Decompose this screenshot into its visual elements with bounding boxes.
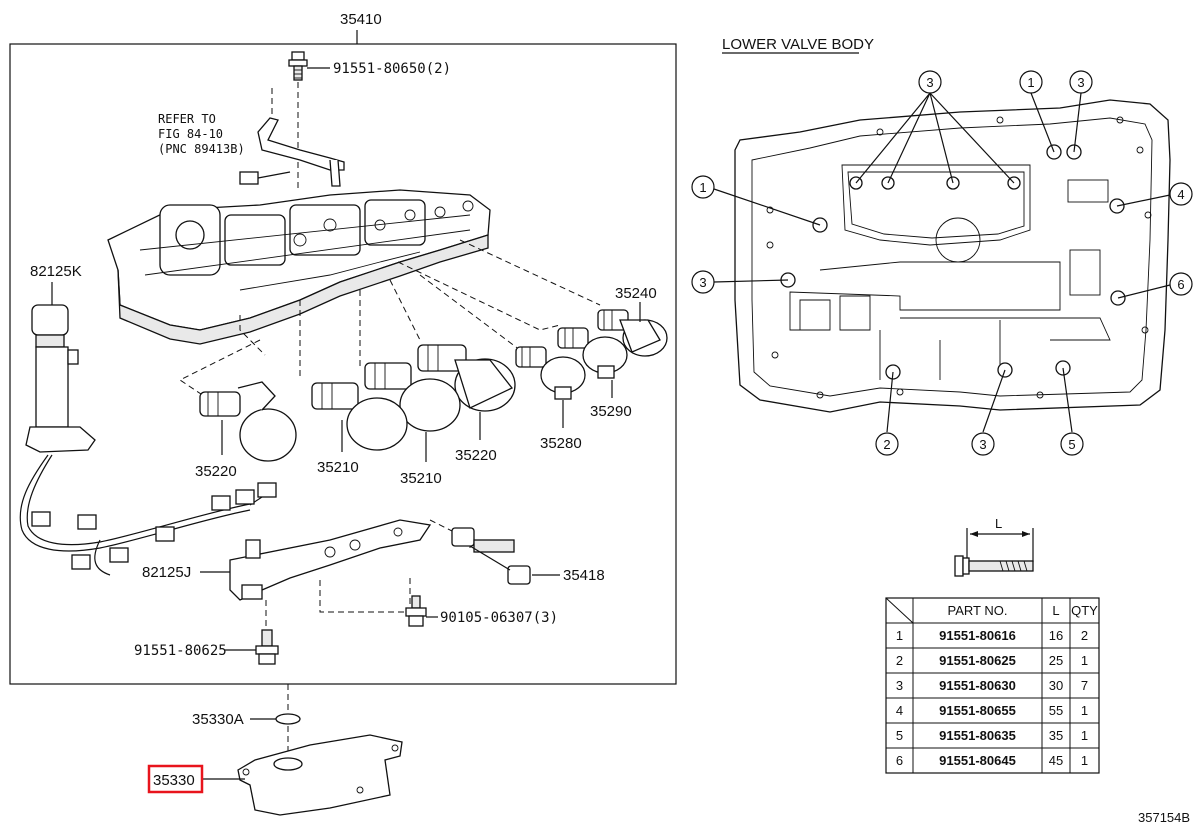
table-cell-part-no: 91551-80635: [939, 728, 1016, 743]
table-header-qty: QTY: [1071, 603, 1098, 618]
table-cell-part-no: 91551-80645: [939, 753, 1016, 768]
label-bolt-bottom[interactable]: 91551-80625: [134, 643, 227, 659]
table-cell-index: 5: [896, 728, 903, 743]
lower-valve-body-title: LOWER VALVE BODY: [722, 36, 874, 53]
bolt-right-icon: [405, 595, 427, 627]
part-35418-icon: [451, 527, 531, 585]
table-header-l: L: [1052, 603, 1059, 618]
label-bolt-top[interactable]: 91551-80650(2): [333, 61, 451, 77]
callout-top-3-right[interactable]: 3: [1069, 70, 1093, 94]
table-cell-part-no: 91551-80616: [939, 628, 1016, 643]
svg-text:1: 1: [1027, 75, 1034, 90]
svg-text:5: 5: [1068, 437, 1075, 452]
solenoid-35220-right-icon: [417, 344, 516, 412]
harness-plate-icon: [229, 519, 432, 601]
label-35220-right[interactable]: 35220: [455, 447, 497, 464]
assembly-frame: [9, 43, 677, 685]
refer-line-1: REFER TO: [158, 112, 216, 126]
table-cell-part-no: 91551-80655: [939, 703, 1016, 718]
solenoid-35210-right-icon: [364, 362, 461, 432]
label-35330[interactable]: 35330: [153, 772, 195, 789]
table-cell-l: 55: [1049, 703, 1063, 718]
label-35410[interactable]: 35410: [340, 11, 382, 28]
strainer-icon: [237, 734, 403, 816]
label-35210-right[interactable]: 35210: [400, 470, 442, 487]
svg-text:6: 6: [1177, 277, 1184, 292]
callout-left-1[interactable]: 1: [691, 175, 715, 199]
solenoid-35240-icon: [597, 309, 668, 357]
table-header-part-no: PART NO.: [948, 603, 1008, 618]
refer-line-3: (PNC 89413B): [158, 142, 245, 156]
valve-body-icon: [107, 189, 491, 345]
table-cell-part-no: 91551-80630: [939, 678, 1016, 693]
highlight-box: [147, 764, 204, 794]
bolt-top-icon: [288, 51, 308, 81]
svg-text:3: 3: [979, 437, 986, 452]
harness-connector-icon: [25, 304, 96, 453]
table-cell-l: 35: [1049, 728, 1063, 743]
label-bolt-right[interactable]: 90105-06307(3): [440, 610, 558, 626]
table-cell-index: 3: [896, 678, 903, 693]
callout-bottom-2[interactable]: 2: [875, 432, 899, 456]
label-35418[interactable]: 35418: [563, 567, 605, 584]
manual-lever-icon: [239, 88, 345, 187]
callout-bottom-3[interactable]: 3: [971, 432, 995, 456]
table-cell-part-no: 91551-80625: [939, 653, 1016, 668]
svg-text:4: 4: [1177, 187, 1184, 202]
table-cell-l: 30: [1049, 678, 1063, 693]
callout-top-1[interactable]: 1: [1019, 70, 1043, 94]
table-cell-qty: 1: [1081, 753, 1088, 768]
solenoid-35290-icon: [557, 327, 628, 379]
solenoid-35210-left-icon: [311, 382, 408, 451]
table-cell-index: 6: [896, 753, 903, 768]
table-cell-index: 4: [896, 703, 903, 718]
table-cell-qty: 1: [1081, 728, 1088, 743]
table-cell-l: 45: [1049, 753, 1063, 768]
callout-bottom-5[interactable]: 5: [1060, 432, 1084, 456]
label-35290[interactable]: 35290: [590, 403, 632, 420]
callout-left-3[interactable]: 3: [691, 270, 715, 294]
refer-line-2: FIG 84-10: [158, 127, 223, 141]
svg-text:2: 2: [883, 437, 890, 452]
solenoid-35220-left-icon: [199, 381, 297, 462]
label-35280[interactable]: 35280: [540, 435, 582, 452]
table-cell-qty: 1: [1081, 653, 1088, 668]
label-35220-left[interactable]: 35220: [195, 463, 237, 480]
table-cell-l: 16: [1049, 628, 1063, 643]
table-cell-qty: 1: [1081, 703, 1088, 718]
table-cell-l: 25: [1049, 653, 1063, 668]
figure-code: 357154B: [1138, 810, 1190, 825]
solenoid-35280-icon: [515, 346, 586, 400]
oring-icon: [275, 713, 301, 725]
lower-valve-body-icon: [734, 99, 1171, 413]
label-35210-left[interactable]: 35210: [317, 459, 359, 476]
callout-right-6[interactable]: 6: [1169, 272, 1193, 296]
bolt-length-icon: [954, 528, 1034, 577]
dimension-label: L: [995, 516, 1002, 531]
bolt-bottom-icon: [255, 629, 279, 665]
label-35240[interactable]: 35240: [615, 285, 657, 302]
harness-plugs-icon: [31, 482, 277, 570]
callout-top-3-group[interactable]: 3: [918, 70, 942, 94]
label-35330A[interactable]: 35330A: [192, 711, 244, 728]
svg-text:1: 1: [699, 180, 706, 195]
label-82125K[interactable]: 82125K: [30, 263, 82, 280]
svg-text:3: 3: [926, 75, 933, 90]
svg-text:3: 3: [1077, 75, 1084, 90]
svg-text:3: 3: [699, 275, 706, 290]
table-cell-qty: 2: [1081, 628, 1088, 643]
table-cell-index: 1: [896, 628, 903, 643]
callout-right-4[interactable]: 4: [1169, 182, 1193, 206]
table-cell-qty: 7: [1081, 678, 1088, 693]
label-82125J[interactable]: 82125J: [142, 564, 191, 581]
table-cell-index: 2: [896, 653, 903, 668]
